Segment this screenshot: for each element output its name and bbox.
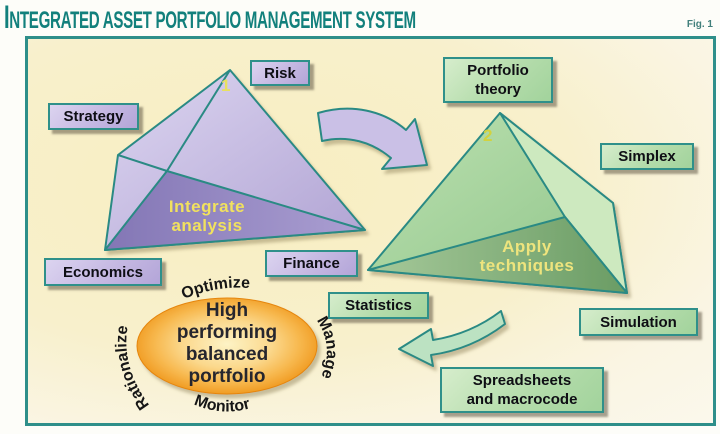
pyramid2-number: 2: [483, 126, 493, 145]
figure-number: Fig. 1: [686, 19, 713, 30]
label-simulation: Simulation: [579, 308, 698, 336]
label-strategy: Strategy: [48, 103, 139, 130]
label-spreadsheets: Spreadsheets and macrocode: [440, 367, 604, 413]
pyramid1-number: 1: [221, 76, 231, 95]
flow-arrow-1-to-2: [317, 107, 428, 170]
pyramid2-face-label: Apply techniques: [479, 237, 575, 275]
label-simplex: Simplex: [600, 143, 694, 170]
label-finance: Finance: [265, 250, 358, 277]
portfolio-ellipse: [136, 297, 318, 395]
pyramid1-face-label: Integrate analysis: [168, 197, 246, 235]
left-pyramid: [104, 69, 366, 251]
label-risk: Risk: [250, 60, 310, 86]
label-portfolio-theory: Portfolio theory: [443, 57, 553, 103]
label-economics: Economics: [44, 258, 162, 286]
flow-arrow-2-to-cycle: [398, 310, 506, 367]
cycle-word-monitor: Monitor: [192, 392, 252, 415]
right-pyramid: [367, 112, 628, 294]
page-title: INTEGRATED ASSET PORTFOLIO MANAGEMENT SY…: [4, 0, 416, 35]
ellipse-center-label: High performing balanced portfolio: [176, 300, 278, 387]
label-statistics: Statistics: [328, 292, 429, 319]
